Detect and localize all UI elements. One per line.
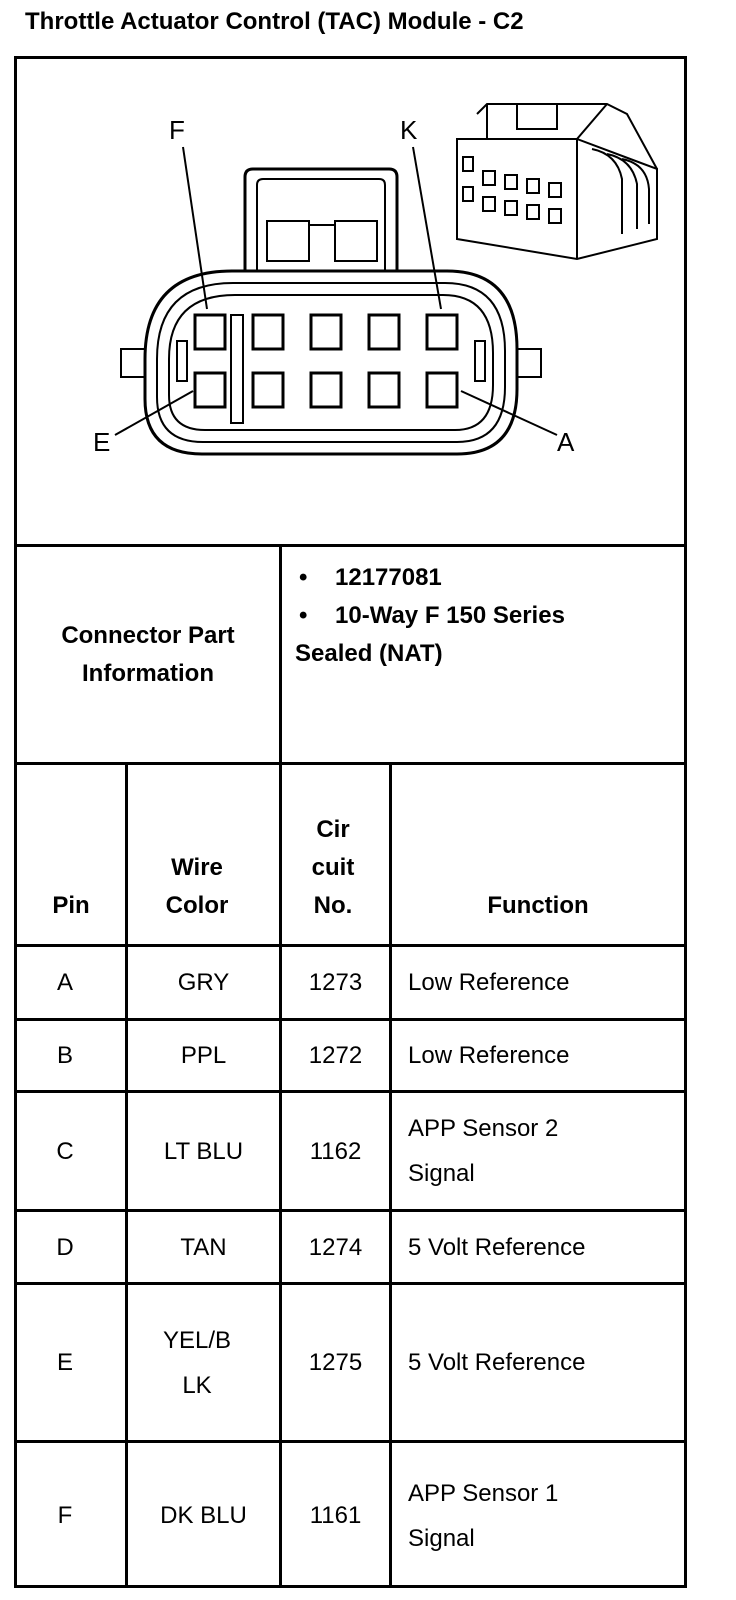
table-cell-circuit: 1273: [308, 969, 363, 996]
divider: [17, 1209, 684, 1212]
divider: [17, 1018, 684, 1021]
table-cell-pin: A: [56, 969, 73, 996]
connector-diagram: F K E A: [17, 59, 684, 544]
table-cell-pin: C: [56, 1137, 74, 1165]
header-pin: Pin: [52, 892, 90, 919]
header-wire-color: Wire Color: [165, 854, 229, 919]
table-cell-wire: DK BLU: [160, 1502, 247, 1529]
divider: [17, 944, 684, 947]
connector-document-frame: F K E A Connector Part Information •1217…: [14, 56, 687, 1588]
callout-E: E: [93, 427, 110, 457]
table-cell-circuit: 1162: [309, 1137, 362, 1165]
table-cell-circuit: 1161: [309, 1502, 362, 1529]
table-cell-pin: D: [56, 1233, 74, 1261]
divider: [17, 1090, 684, 1093]
table-cell-pin: F: [57, 1502, 73, 1529]
table-cell-wire: YEL/B LK: [162, 1326, 232, 1399]
table-cell-circuit: 1275: [308, 1349, 363, 1376]
divider: [17, 1440, 684, 1443]
header-circuit-no: Cir cuit No.: [311, 816, 355, 919]
table-cell-circuit: 1274: [308, 1233, 363, 1261]
table-cell-function: 5 Volt Reference: [408, 1233, 586, 1261]
table-cell-function: APP Sensor 1 Signal: [408, 1479, 559, 1552]
callout-A: A: [557, 427, 575, 457]
table-cell-circuit: 1272: [308, 1042, 363, 1069]
table-cell-function: 5 Volt Reference: [408, 1349, 586, 1376]
table-cell-function: Low Reference: [408, 969, 570, 996]
header-function: Function: [487, 892, 589, 919]
table-cell-wire: PPL: [180, 1042, 227, 1069]
table-cell-function: Low Reference: [408, 1042, 570, 1069]
divider: [17, 544, 684, 547]
list-item: •12177081: [295, 559, 680, 597]
divider: [17, 1282, 684, 1285]
bullet-icon: •: [299, 564, 308, 591]
list-item: •10-Way F 150 Series: [295, 597, 680, 635]
connector-part-info-label: Connector Part Information: [61, 621, 235, 687]
column-divider: [279, 544, 282, 1588]
column-divider: [389, 762, 392, 1588]
divider: [17, 762, 684, 765]
connector-face-drawing: F K E A: [93, 103, 658, 457]
table-cell-wire: TAN: [180, 1233, 227, 1261]
table-cell-pin: B: [56, 1042, 73, 1069]
column-divider: [125, 762, 128, 1588]
table-cell-pin: E: [56, 1349, 73, 1376]
callout-K: K: [400, 115, 418, 145]
table-cell-wire: LT BLU: [163, 1137, 244, 1165]
table-cell-wire: GRY: [177, 969, 230, 996]
bullet-icon: •: [299, 602, 308, 629]
table-cell-function: APP Sensor 2 Signal: [408, 1115, 559, 1187]
list-item-continuation: Sealed (NAT): [295, 640, 443, 667]
page-title: Throttle Actuator Control (TAC) Module -…: [25, 8, 524, 35]
connector-part-info: •12177081 •10-Way F 150 Series Sealed (N…: [295, 559, 680, 673]
callout-F: F: [169, 115, 185, 145]
